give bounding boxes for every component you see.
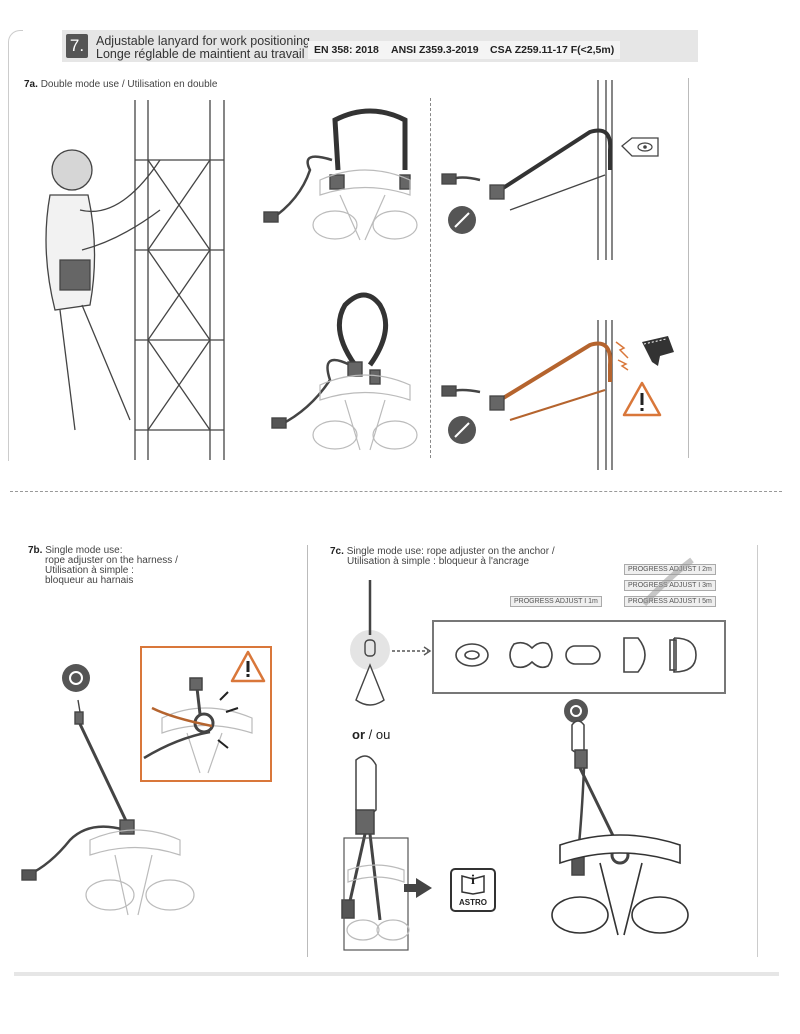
or-label-en: or xyxy=(352,727,365,742)
or-label-sep: / xyxy=(365,727,376,742)
divider-vertical-lower xyxy=(307,545,308,957)
section-7a-id: 7a. xyxy=(24,79,38,90)
warning-triangle-icon-2 xyxy=(230,650,266,683)
section-7b-line2: rope adjuster on the harness / xyxy=(45,555,178,566)
harness-double-mode-loop-illustration xyxy=(271,292,418,451)
d-carabiner-icon xyxy=(673,637,697,673)
quick-link-icon xyxy=(565,645,601,665)
misuse-warning-illustration xyxy=(143,677,253,774)
astro-reference-button[interactable]: i ASTRO xyxy=(450,868,496,912)
progress-adjust-5m-tag: PROGRESS ADJUST I 5m xyxy=(624,596,716,607)
divider-vertical-right xyxy=(757,545,758,957)
divider-vertical xyxy=(688,78,689,458)
footer-bar xyxy=(14,972,779,976)
standard-csa: CSA Z259.11-17 F(<2,5m) xyxy=(484,41,621,59)
section-7a-caption: 7a. Double mode use / Utilisation en dou… xyxy=(24,79,217,90)
connector-options-illustration xyxy=(455,637,697,673)
harness-double-mode-illustration xyxy=(263,108,418,241)
standard-ansi: ANSI Z359.3-2019 xyxy=(385,41,485,59)
swivel-connector-icon xyxy=(509,641,553,669)
section-7a-text: Double mode use / Utilisation en double xyxy=(40,79,218,90)
swivel-icon-2 xyxy=(564,699,588,723)
saw-cut-icon xyxy=(642,336,674,366)
section-7c-line2: Utilisation à simple : bloqueur à l'ancr… xyxy=(347,556,530,567)
section-7b-line3: Utilisation à simple : xyxy=(45,565,134,576)
step-badge: 7. xyxy=(66,34,88,58)
tower-worker-illustration xyxy=(45,100,225,460)
standard-en358: EN 358: 2018 xyxy=(308,41,385,59)
section-7b-caption: 7b. Single mode use: rope adjuster on th… xyxy=(28,546,178,586)
single-mode-harness-illustration xyxy=(21,664,195,916)
oval-carabiner-icon xyxy=(623,637,646,673)
ring-connector-icon xyxy=(455,643,489,667)
title-english: Adjustable lanyard for work positioning xyxy=(96,34,311,48)
anchor-sling-illustration xyxy=(350,580,432,706)
section-7b-id: 7b. xyxy=(28,545,43,556)
anchor-connector-options xyxy=(432,620,726,694)
detail-inset xyxy=(343,837,409,951)
arrow-right-icon xyxy=(404,878,432,898)
warning-triangle-icon xyxy=(622,381,662,417)
section-7c-caption: 7c. Single mode use: rope adjuster on th… xyxy=(330,547,555,567)
swivel-icon xyxy=(62,664,90,692)
inspect-eye-icon xyxy=(621,137,659,157)
pole-lanyard-illustration xyxy=(441,80,613,260)
carabiner-rope-adjuster-illustration xyxy=(341,755,410,951)
misuse-warning-box xyxy=(140,646,272,782)
info-glyph: i xyxy=(471,873,475,888)
title-french: Longe réglable de maintient au travail xyxy=(96,47,305,61)
pole-lanyard-cut-hazard-illustration xyxy=(441,320,613,470)
section-7b-line1: Single mode use: xyxy=(45,545,123,556)
info-book-icon xyxy=(461,875,485,895)
single-mode-anchor-illustration xyxy=(551,699,689,936)
section-7c-id: 7c. xyxy=(330,546,344,557)
or-separator: or / ou xyxy=(352,727,390,742)
divider-dashed-horizontal xyxy=(10,491,782,492)
crossed-out-marker xyxy=(641,557,694,607)
astro-label: ASTRO xyxy=(459,898,487,907)
page-frame xyxy=(8,30,23,461)
or-label-fr: ou xyxy=(375,727,391,742)
friction-spark-icon xyxy=(615,341,629,371)
divider-dashed-vertical xyxy=(430,98,431,458)
section-7b-line4: bloqueur au harnais xyxy=(45,575,134,586)
progress-adjust-1m-tag: PROGRESS ADJUST I 1m xyxy=(510,596,602,607)
section-7c-line1: Single mode use: rope adjuster on the an… xyxy=(346,546,555,557)
